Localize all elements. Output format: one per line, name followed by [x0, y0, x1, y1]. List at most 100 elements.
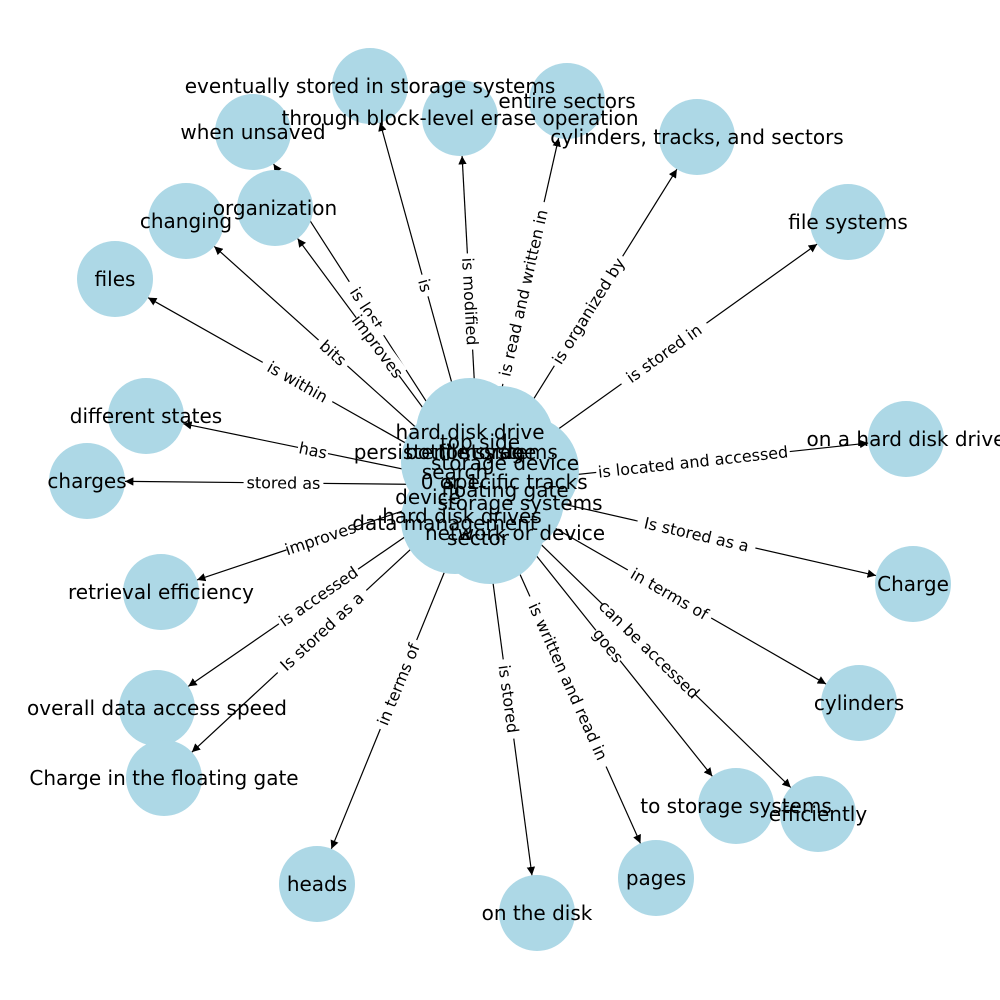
- center-node-label: bottom side: [405, 440, 525, 464]
- node-cylinders: [821, 665, 897, 741]
- node-label-eventually: eventually stored in storage systems: [185, 74, 556, 98]
- edge-label-cyltracks: is organized by: [545, 250, 632, 372]
- node-circle: [422, 80, 498, 156]
- edge-label-text: is within: [264, 357, 331, 406]
- center-node-label: 0 or 1: [421, 470, 480, 494]
- edge-label-states: has: [295, 437, 331, 464]
- node-files: [77, 241, 153, 317]
- edge-label-background: [412, 272, 438, 299]
- center-node-label: sector: [447, 526, 510, 550]
- node-circle: [77, 241, 153, 317]
- node-floating: [126, 740, 202, 816]
- center-node-label: storage device: [431, 451, 579, 475]
- node-circle: [123, 554, 199, 630]
- edge-label-background: [545, 250, 632, 372]
- node-speed: [119, 670, 195, 746]
- node-label-heads: heads: [287, 872, 347, 896]
- node-circle: [108, 378, 184, 454]
- center-node-label: device: [395, 485, 461, 509]
- edge-label-files: is within: [257, 353, 338, 411]
- node-label-states: different states: [70, 404, 222, 428]
- node-changing: [148, 183, 224, 259]
- edge-label-text: improves: [282, 518, 358, 560]
- edge-label-eventually: is: [412, 272, 438, 299]
- node-pages: [618, 840, 694, 916]
- node-label-tostorage: to storage systems: [640, 794, 832, 818]
- edge-label-changing: bits: [311, 332, 355, 374]
- node-circle: [780, 776, 856, 852]
- edge-label-background: [520, 592, 616, 771]
- edge-label-background: [340, 276, 393, 341]
- edge-label-cylinders: in terms of: [622, 561, 717, 627]
- node-charges: [49, 443, 125, 519]
- nodes-layer: eventually stored in storage systems thro…: [27, 48, 1000, 951]
- edge-label-text: is located and accessed: [597, 442, 789, 481]
- edge-label-pages: is written and read in: [520, 592, 616, 771]
- center-node-label: specific tracks: [444, 470, 587, 494]
- edge-label-background: [295, 437, 331, 464]
- node-label-ondisk: on the disk: [482, 901, 593, 925]
- node-label-cylinders: cylinders: [814, 691, 904, 715]
- edge-label-text: is organized by: [548, 254, 628, 367]
- center-node-label: storage systems: [437, 491, 602, 515]
- node-circle: [215, 94, 291, 170]
- center-node-label: hard disk drive: [395, 420, 544, 444]
- edge-label-background: [371, 636, 426, 733]
- edge-label-onhdd: is located and accessed: [595, 441, 791, 483]
- node-circle: [698, 768, 774, 844]
- node-circle: [126, 740, 202, 816]
- node-label-unsaved: when unsaved: [180, 120, 325, 144]
- node-label-charges: charges: [47, 469, 126, 493]
- edge-label-background: [273, 560, 364, 633]
- edge-label-background: [622, 561, 717, 627]
- edge-label-background: [311, 332, 355, 374]
- node-label-retrieval: retrieval efficiency: [68, 580, 254, 604]
- node-label-onhdd: on a hard disk drive: [807, 427, 1000, 451]
- edge-label-background: [615, 315, 713, 392]
- edge-label-filesystems: is stored in: [615, 315, 713, 392]
- edge-label-background: [243, 472, 324, 494]
- node-heads: [279, 846, 355, 922]
- edge-label-text: in terms of: [373, 641, 423, 729]
- node-circle: [499, 875, 575, 951]
- edge-label-heads: in terms of: [371, 636, 426, 733]
- center-node-blob: [456, 446, 564, 554]
- node-filesystems: [810, 184, 886, 260]
- edge-label-background: [348, 311, 407, 382]
- edge-label-background: [283, 517, 358, 560]
- node-label-cyltracks: cylinders, tracks, and sectors: [550, 125, 843, 149]
- node-label-entire: entire sectors: [498, 89, 635, 113]
- node-label-pages: pages: [626, 866, 686, 890]
- node-circle: [332, 48, 408, 124]
- edge-label-background: [457, 252, 483, 351]
- center-node-label: data management: [352, 511, 538, 535]
- edge-label-background: [635, 511, 758, 558]
- edge-label-charge: Is stored as a: [635, 511, 758, 558]
- node-circle: [279, 846, 355, 922]
- edge-label-background: [257, 353, 338, 411]
- center-node-label: file systems: [438, 440, 558, 464]
- center-node-label: floating gate: [441, 478, 568, 502]
- node-label-through: through block-level erase operation: [281, 106, 638, 130]
- node-tostorage: [698, 768, 774, 844]
- node-label-changing: changing: [140, 209, 232, 233]
- center-node-label: persistent storage: [354, 440, 537, 464]
- edge-label-text: is modified: [458, 257, 482, 346]
- node-circle: [875, 546, 951, 622]
- edge-label-background: [595, 441, 791, 483]
- edge-label-text: Is stored as a: [642, 513, 750, 555]
- edge-label-entire: is read and written in: [493, 199, 554, 387]
- node-label-speed: overall data access speed: [27, 696, 287, 720]
- node-circle: [821, 665, 897, 741]
- edge-label-through: is modified: [457, 252, 483, 351]
- node-label-organization: organization: [213, 196, 337, 220]
- edge-label-background: [493, 199, 554, 387]
- edge-label-text: is stored in: [623, 320, 706, 387]
- node-circle: [618, 840, 694, 916]
- edge-label-background: [270, 583, 374, 680]
- node-circle: [119, 670, 195, 746]
- node-organization: [237, 170, 313, 246]
- edge-label-text: is written and read in: [524, 600, 611, 763]
- node-efficiently: [780, 776, 856, 852]
